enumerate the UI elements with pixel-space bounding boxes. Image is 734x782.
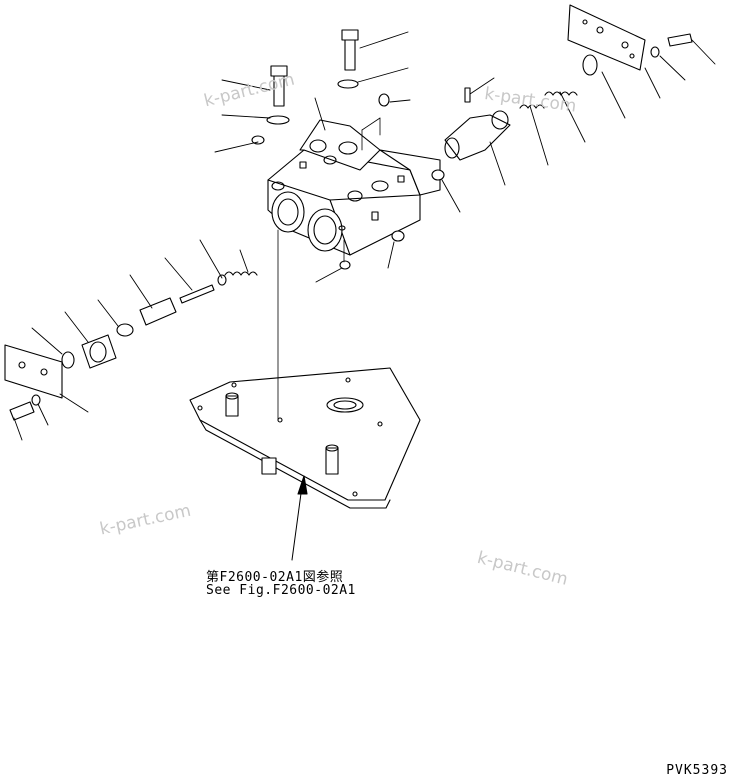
right-cover-bolt — [650, 33, 693, 58]
left-cover-plate — [4, 344, 63, 399]
right-cover-plate — [567, 4, 646, 71]
right-spool-assembly — [444, 54, 598, 161]
figure-code: PVK5393 — [666, 763, 728, 778]
reference-note-japanese: 第F2600-02A1図参照 — [206, 570, 344, 585]
top-bolt-left — [266, 65, 290, 125]
small-plugs — [251, 93, 445, 270]
leader-lines — [13, 31, 716, 441]
left-cover-bolt — [9, 394, 41, 421]
reference-arrow — [291, 475, 308, 561]
assembly-axes — [277, 117, 381, 421]
reference-note-english: See Fig.F2600-02A1 — [206, 583, 356, 598]
base-plate — [189, 367, 421, 509]
top-bolt-right — [337, 29, 359, 89]
valve-body — [267, 119, 441, 256]
left-spool-assembly — [61, 271, 258, 369]
